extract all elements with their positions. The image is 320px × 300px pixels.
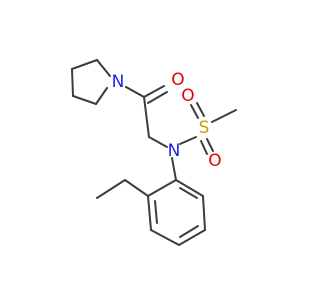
pyrrolidine-ring [71,59,111,105]
carbonyl-double-bond [143,85,168,104]
molecule-canvas: N O N S O O [0,0,300,300]
atom-label-sulfonyl-o-top: O [181,86,194,106]
bond-n1-c2 [95,87,108,105]
atom-label-sulfonyl-o-bottom: O [208,151,221,171]
atom-label-carbonyl-o: O [171,70,184,90]
bond-n2-benzene [171,157,177,181]
bond-c4-c5 [71,59,98,70]
atom-label-pyrrolidine-n: N [112,72,125,92]
atom-label-sulfur: S [199,118,210,138]
sulfonyl-double-bonds [190,102,214,155]
bond-n1-carbonyl-c [125,86,145,98]
structure-diagram: N O N S O O [0,0,300,300]
bond-carbonyl-ch2 [143,96,150,138]
bond-ch2-n2 [148,136,168,148]
atom-label-sulfonamide-n: N [168,141,181,161]
background [0,0,300,300]
bond-c5-n1 [96,59,111,77]
bond-s-methyl [211,109,237,123]
bond-c3-c4 [71,68,74,97]
bond-c2-c3 [72,95,97,105]
benzene-ring [147,179,206,246]
ethyl-group [96,179,149,199]
bond-n2-s [179,136,197,145]
